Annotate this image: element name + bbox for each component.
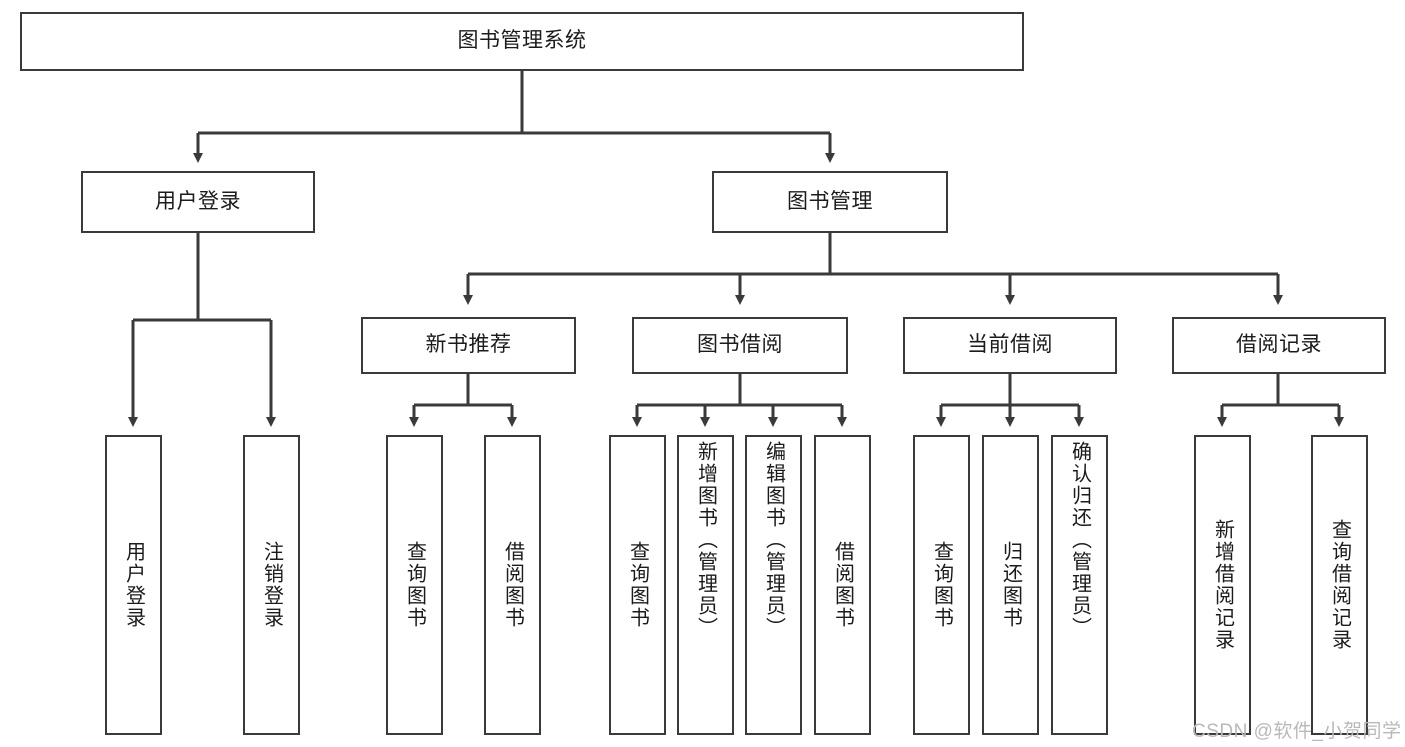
node-label: 查询图书	[626, 541, 649, 629]
node-label: 借阅图书	[831, 541, 854, 629]
node-current-borrow[interactable]: 当前借阅	[903, 317, 1117, 374]
node-book-management[interactable]: 图书管理	[712, 171, 948, 233]
node-label: 借阅记录	[1236, 333, 1322, 357]
node-label: 新书推荐	[425, 333, 512, 357]
leaf-user-login[interactable]: 用户登录	[105, 435, 162, 735]
node-label: 图书管理系统	[457, 29, 587, 53]
vertical-text-wrap: 新增图书（管理员）	[679, 437, 732, 737]
vertical-text-wrap: 借阅图书	[486, 437, 539, 733]
vertical-text-wrap: 查询图书	[915, 437, 968, 733]
node-label: 编辑图书（管理员）	[762, 441, 785, 639]
leaf-confirm-return-admin[interactable]: 确认归还（管理员）	[1051, 435, 1108, 735]
node-label: 确认归还（管理员）	[1068, 441, 1091, 639]
leaf-query-book-current[interactable]: 查询图书	[913, 435, 970, 735]
vertical-text-wrap: 注销登录	[245, 437, 298, 733]
vertical-text-wrap: 用户登录	[107, 437, 160, 733]
node-label: 查询图书	[930, 541, 953, 629]
node-label: 注销登录	[260, 541, 283, 629]
node-label: 新增图书（管理员）	[694, 441, 717, 639]
vertical-text-wrap: 查询借阅记录	[1313, 437, 1366, 733]
vertical-text-wrap: 确认归还（管理员）	[1053, 437, 1106, 737]
leaf-return-book[interactable]: 归还图书	[982, 435, 1039, 735]
vertical-text-wrap: 编辑图书（管理员）	[747, 437, 800, 737]
vertical-text-wrap: 查询图书	[388, 437, 441, 733]
leaf-query-book-borrow[interactable]: 查询图书	[609, 435, 666, 735]
leaf-add-book-admin[interactable]: 新增图书（管理员）	[677, 435, 734, 735]
vertical-text-wrap: 新增借阅记录	[1196, 437, 1249, 733]
leaf-borrow-book[interactable]: 借阅图书	[814, 435, 871, 735]
node-user-login[interactable]: 用户登录	[81, 171, 315, 233]
vertical-text-wrap: 归还图书	[984, 437, 1037, 733]
csdn-watermark: CSDN @软件_小贺同学	[1192, 721, 1402, 742]
node-label: 查询借阅记录	[1328, 519, 1351, 651]
node-label: 新增借阅记录	[1211, 519, 1234, 651]
node-label: 借阅图书	[501, 541, 524, 629]
leaf-borrow-book-recommend[interactable]: 借阅图书	[484, 435, 541, 735]
node-label: 图书管理	[787, 189, 873, 213]
leaf-add-borrow-record[interactable]: 新增借阅记录	[1194, 435, 1251, 735]
node-label: 当前借阅	[967, 333, 1053, 357]
leaf-logout[interactable]: 注销登录	[243, 435, 300, 735]
node-label: 归还图书	[999, 541, 1022, 629]
node-label: 用户登录	[122, 541, 145, 629]
leaf-edit-book-admin[interactable]: 编辑图书（管理员）	[745, 435, 802, 735]
vertical-text-wrap: 查询图书	[611, 437, 664, 733]
leaf-query-book-recommend[interactable]: 查询图书	[386, 435, 443, 735]
vertical-text-wrap: 借阅图书	[816, 437, 869, 733]
node-label: 用户登录	[155, 189, 241, 213]
node-label: 图书借阅	[697, 333, 783, 357]
node-root-library-system[interactable]: 图书管理系统	[20, 12, 1024, 71]
node-borrow-records[interactable]: 借阅记录	[1172, 317, 1386, 374]
node-label: 查询图书	[403, 541, 426, 629]
node-book-borrow[interactable]: 图书借阅	[632, 317, 848, 374]
node-new-book-recommend[interactable]: 新书推荐	[361, 317, 576, 374]
leaf-query-borrow-record[interactable]: 查询借阅记录	[1311, 435, 1368, 735]
